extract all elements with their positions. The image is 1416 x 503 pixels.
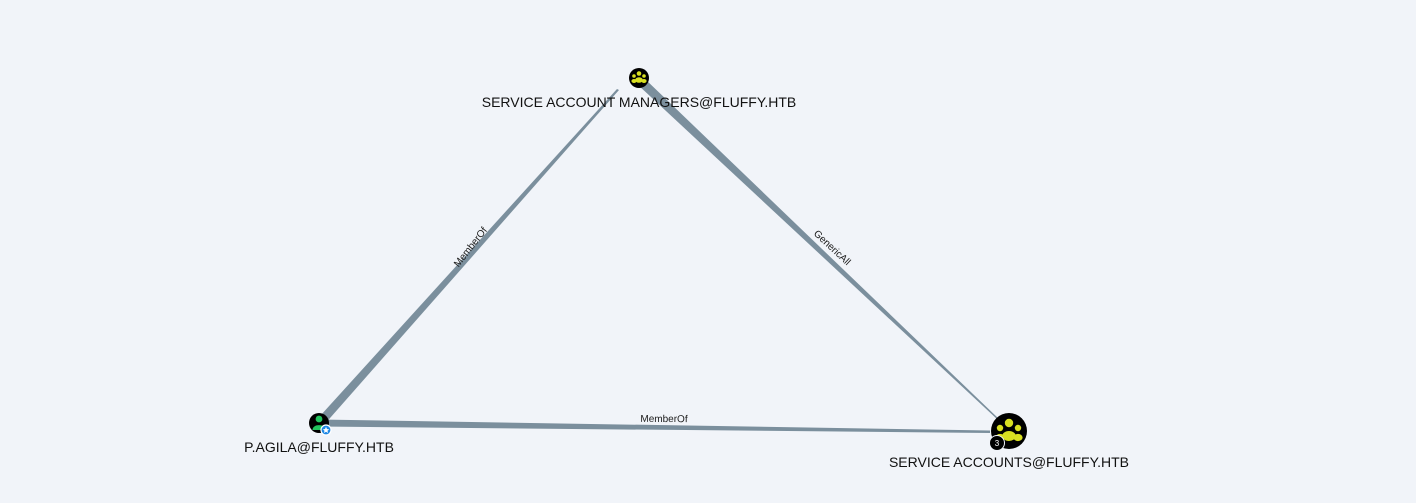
group-icon	[631, 71, 647, 83]
svg-text:3: 3	[995, 439, 1000, 448]
node-p-agila[interactable]: P.AGILA@FLUFFY.HTB	[244, 413, 394, 455]
edge-label: MemberOf	[452, 225, 490, 269]
edge-shape	[315, 89, 619, 426]
edge-pagila-managers[interactable]: MemberOf	[315, 89, 620, 426]
edge-label: MemberOf	[640, 414, 688, 425]
edge-shape	[319, 419, 990, 433]
member-count-badge: 3	[989, 435, 1005, 451]
node-label: P.AGILA@FLUFFY.HTB	[244, 439, 394, 455]
edge-shape	[637, 78, 999, 420]
tier-zero-icon	[320, 424, 332, 436]
node-label: SERVICE ACCOUNT MANAGERS@FLUFFY.HTB	[482, 94, 797, 110]
edge-managers-accounts[interactable]: GenericAll	[637, 78, 999, 420]
node-label: SERVICE ACCOUNTS@FLUFFY.HTB	[889, 454, 1129, 470]
node-service-accounts[interactable]: 3 SERVICE ACCOUNTS@FLUFFY.HTB	[889, 413, 1129, 470]
edge-pagila-accounts[interactable]: MemberOf	[319, 414, 990, 433]
node-service-account-managers[interactable]: SERVICE ACCOUNT MANAGERS@FLUFFY.HTB	[482, 68, 797, 110]
